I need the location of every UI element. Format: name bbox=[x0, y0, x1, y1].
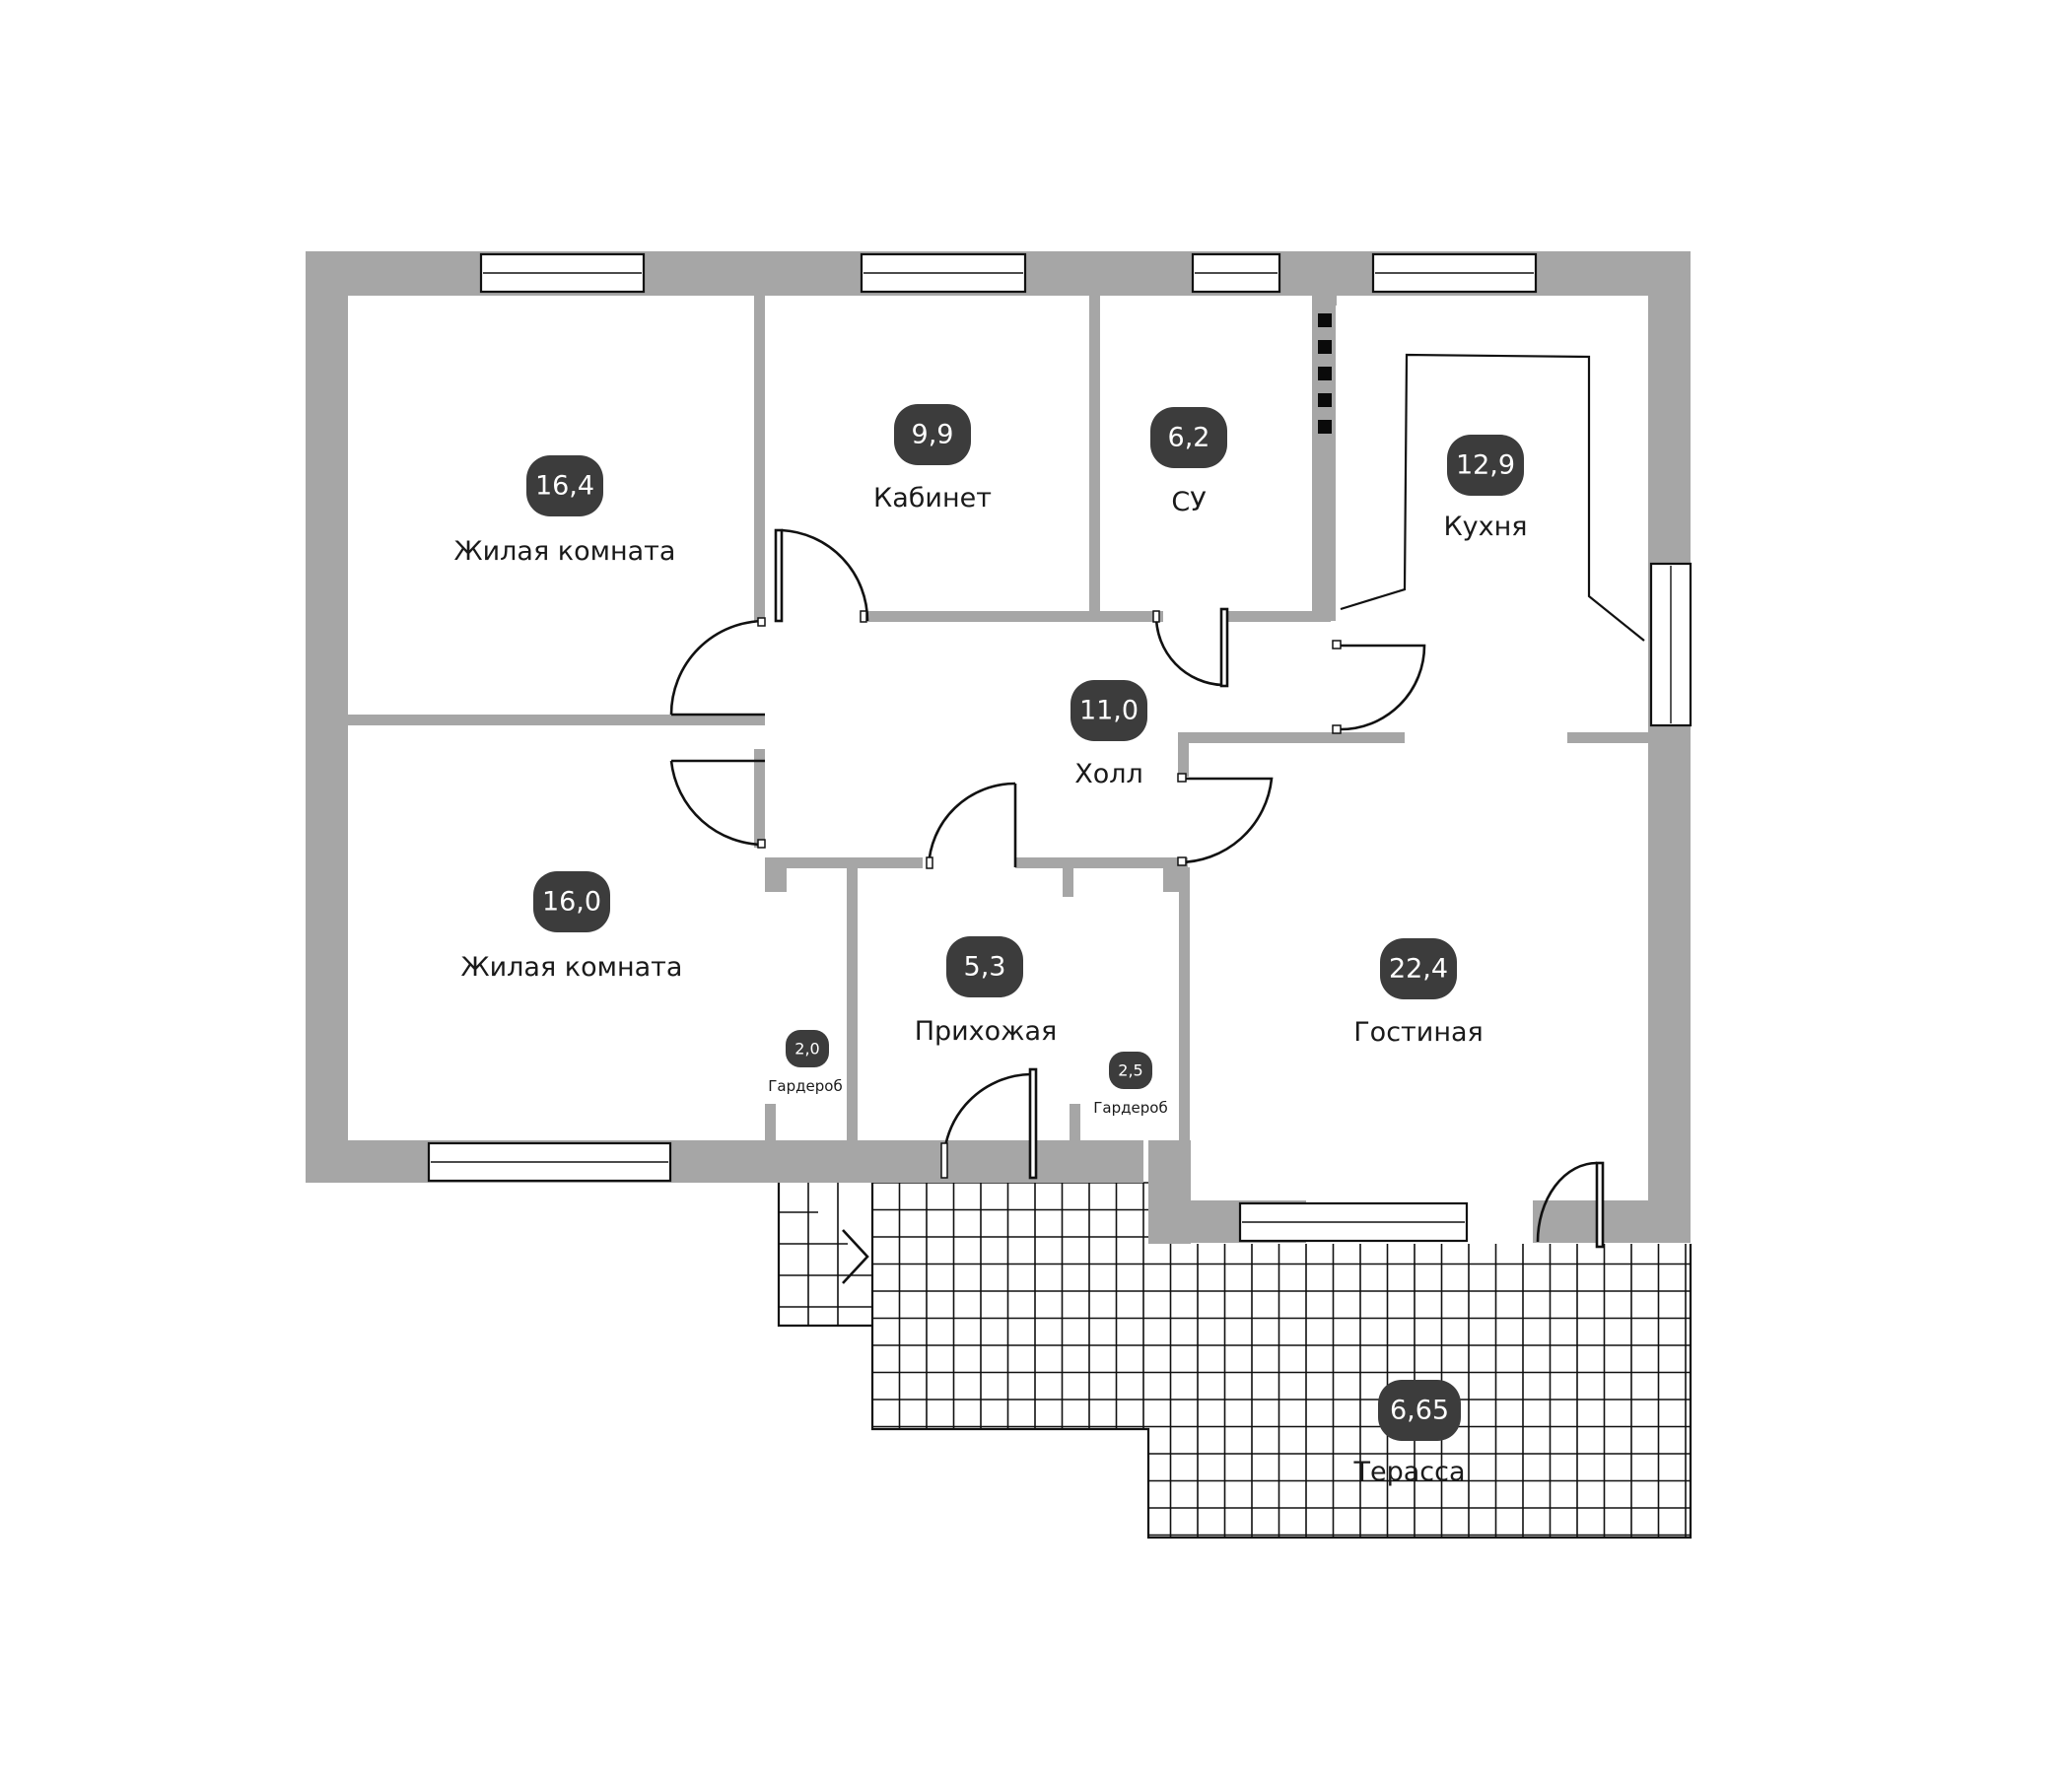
door-lounge bbox=[1177, 773, 1274, 866]
entrance-stairs bbox=[777, 1183, 872, 1328]
terrace-outline bbox=[870, 1183, 1692, 1539]
room-name: Гостиная bbox=[1353, 1017, 1484, 1048]
windows bbox=[427, 252, 1692, 1243]
room-name: Гардероб bbox=[1093, 1099, 1167, 1117]
room-label-terrace: 6,65 Терасса bbox=[1352, 1380, 1466, 1487]
door-entry bbox=[926, 782, 1017, 869]
area-value: 2,0 bbox=[794, 1040, 819, 1059]
area-value: 5,3 bbox=[964, 952, 1006, 983]
room-label-bath: 6,2 СУ bbox=[1150, 407, 1227, 517]
area-badge bbox=[1378, 1380, 1461, 1441]
door-living2 bbox=[669, 759, 766, 849]
area-value: 22,4 bbox=[1389, 954, 1448, 985]
window-north-2 bbox=[860, 252, 1027, 294]
room-label-hall: 11,0 Холл bbox=[1071, 680, 1147, 789]
room-label-living2: 16,0 Жилая комната bbox=[461, 871, 683, 983]
area-badge bbox=[526, 455, 603, 516]
ventilation-shaft bbox=[1318, 313, 1332, 434]
area-badge bbox=[894, 404, 971, 465]
area-badge bbox=[1071, 680, 1147, 741]
area-badge bbox=[1447, 435, 1524, 496]
room-name: Холл bbox=[1074, 759, 1143, 789]
window-north-3 bbox=[1191, 252, 1281, 294]
kitchen-counter bbox=[1340, 353, 1645, 642]
area-value: 6,65 bbox=[1390, 1396, 1449, 1426]
room-name: Кухня bbox=[1443, 512, 1527, 542]
room-label-wardrobe2: 2,5 Гардероб bbox=[1093, 1052, 1168, 1117]
room-name: Жилая комната bbox=[454, 536, 676, 567]
room-name: Терасса bbox=[1352, 1457, 1465, 1487]
area-value: 2,5 bbox=[1118, 1061, 1142, 1080]
room-label-entry: 5,3 Прихожая bbox=[915, 936, 1058, 1047]
doors bbox=[669, 528, 1605, 1249]
door-office bbox=[774, 528, 869, 623]
area-value: 6,2 bbox=[1168, 423, 1210, 453]
room-label-living1: 16,4 Жилая комната bbox=[454, 455, 676, 567]
window-north-1 bbox=[479, 252, 646, 294]
window-east bbox=[1649, 562, 1692, 727]
area-value: 16,0 bbox=[542, 887, 601, 918]
room-name: Прихожая bbox=[915, 1016, 1058, 1047]
area-value: 16,4 bbox=[535, 471, 594, 502]
area-badge bbox=[533, 871, 610, 932]
area-badge bbox=[946, 936, 1023, 997]
area-badge bbox=[1150, 407, 1227, 468]
window-south-2 bbox=[1238, 1201, 1469, 1243]
door-terrace bbox=[1536, 1161, 1605, 1249]
door-kitchen bbox=[1332, 640, 1426, 734]
area-badge bbox=[1380, 938, 1457, 999]
area-badge bbox=[786, 1030, 829, 1067]
window-north-4 bbox=[1371, 252, 1538, 294]
room-label-lounge: 22,4 Гостиная bbox=[1353, 938, 1484, 1048]
room-name: Жилая комната bbox=[461, 952, 683, 983]
door-living1 bbox=[669, 617, 766, 717]
window-south-1 bbox=[427, 1141, 672, 1183]
door-bath bbox=[1152, 607, 1229, 688]
room-name: СУ bbox=[1171, 487, 1206, 517]
area-value: 11,0 bbox=[1079, 696, 1139, 726]
room-name: Гардероб bbox=[768, 1077, 842, 1095]
door-front bbox=[940, 1067, 1038, 1180]
area-value: 12,9 bbox=[1456, 450, 1515, 481]
area-badge bbox=[1109, 1052, 1152, 1089]
room-name: Кабинет bbox=[873, 483, 992, 513]
area-value: 9,9 bbox=[912, 420, 954, 450]
room-label-wardrobe1: 2,0 Гардероб bbox=[768, 1030, 843, 1095]
room-label-office: 9,9 Кабинет bbox=[873, 404, 992, 513]
room-label-kitchen: 12,9 Кухня bbox=[1443, 435, 1528, 542]
exterior-walls bbox=[306, 251, 1691, 1244]
